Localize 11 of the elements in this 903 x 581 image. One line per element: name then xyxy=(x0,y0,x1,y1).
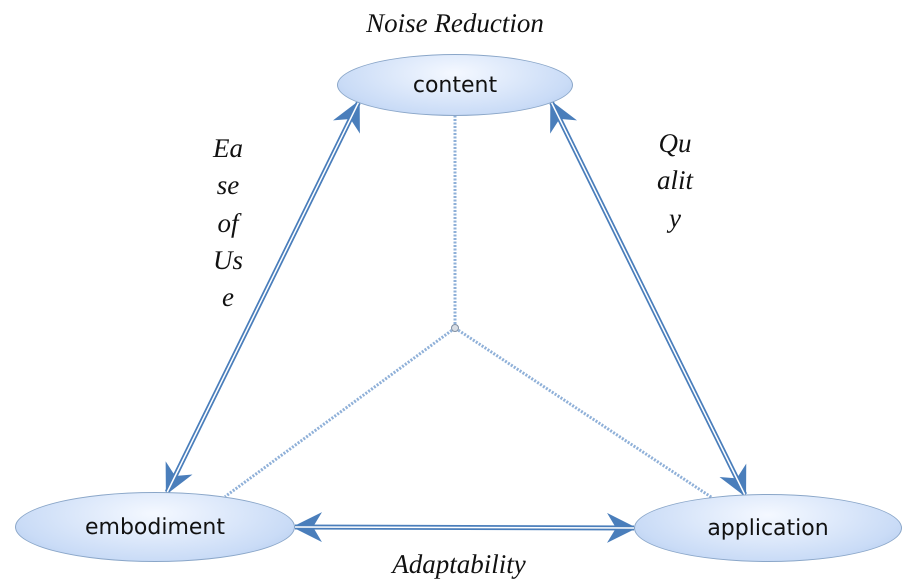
double-arrow xyxy=(164,100,361,495)
node-caption: Noise Reduction xyxy=(366,7,544,40)
node-label: content xyxy=(412,72,498,98)
edge-label: Ease of Use xyxy=(212,132,244,314)
circle-node xyxy=(451,324,459,332)
dotted-line xyxy=(224,329,453,498)
node-label: embodiment xyxy=(84,514,225,540)
node-label: application xyxy=(707,516,829,540)
edge-label: Quality xyxy=(656,127,694,235)
dotted-line xyxy=(454,116,456,324)
dotted-line xyxy=(458,328,712,498)
